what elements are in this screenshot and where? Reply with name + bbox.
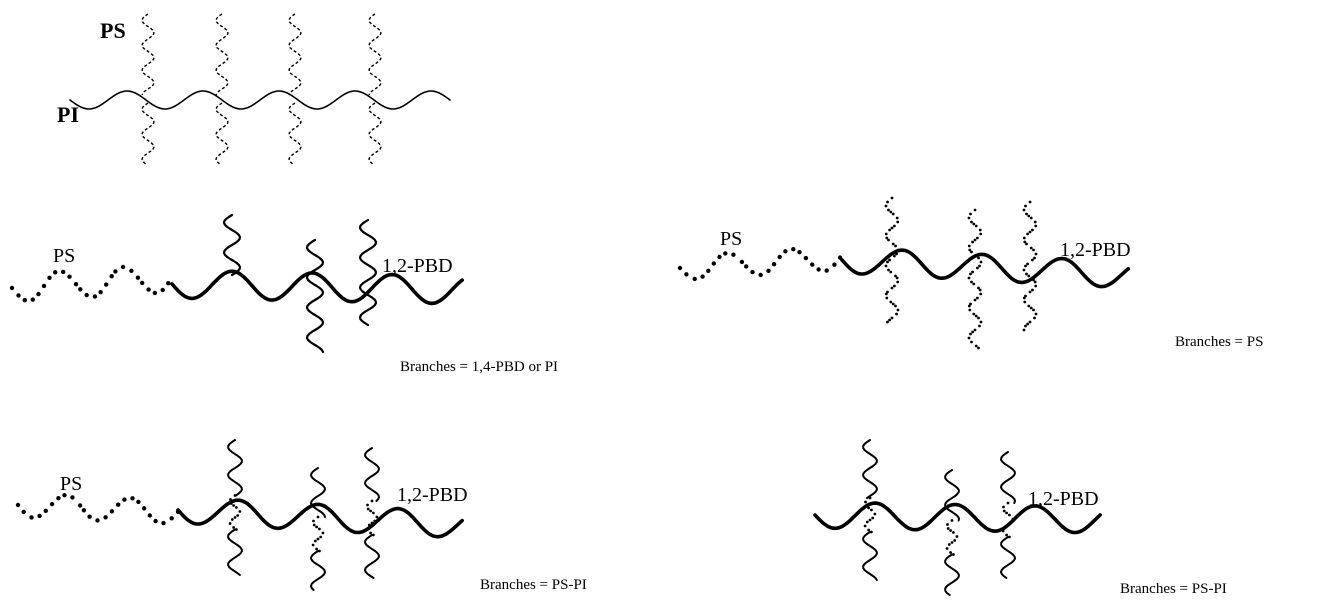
panel-5-caption: Branches = PS-PI [1120,581,1227,597]
ps-block-dotted [9,264,171,303]
ps-graft-lower-1 [141,102,155,166]
panel-2-caption: Branches = 1,4-PBD or PI [400,359,558,375]
pbd-backbone-chain [170,269,464,306]
panel-4-caption: Branches = PS-PI [480,577,587,593]
ps-pi-branch-ps-2 [311,515,325,553]
ps-pi-branch-pi-lower-1 [862,531,878,581]
ps-pi-branch-ps-2 [945,519,959,556]
ps-branch-1 [884,196,900,324]
panel-ps-pbd-branches-pbd-or-pi: PS 1,2-PBD Branches = 1,4-PBD or PI [9,213,558,375]
ps-pi-branch-pi-upper-3 [1000,451,1016,504]
ps-graft-upper-3 [288,13,302,96]
ps-pi-branch-pi-lower-3 [1000,536,1016,579]
ps-pi-branch-pi-lower-1 [227,528,243,576]
ps-pi-branch-ps-3 [1001,501,1015,539]
ps-pi-branch-pi-upper-3 [364,447,380,502]
ps-pi-branch-pi-upper-2 [310,467,326,518]
pbd-branch-3 [358,218,377,327]
panel-1-backbone-label: PI [57,102,79,127]
ps-branch-3 [1022,200,1038,332]
ps-graft-lower-3 [288,102,302,166]
ps-graft-upper-1 [141,13,155,96]
ps-graft-lower-4 [368,102,382,166]
panel-5-chains [813,439,1102,596]
panel-3-pbd-label: 1,2-PBD [1060,239,1131,261]
ps-branch-2 [967,208,983,350]
panel-2-ps-label: PS [53,245,75,267]
panel-3-caption: Branches = PS [1175,334,1263,350]
pbd-backbone-chain [176,498,464,539]
pbd-backbone-chain [840,248,1131,289]
pi-backbone-chain [69,90,451,110]
panel-3-chains [677,196,1131,350]
ps-pi-branch-ps-3 [365,499,379,537]
panel-2-pbd-label: 1,2-PBD [382,255,453,277]
panel-ps-pbd-branches-ps: PS 1,2-PBD Branches = PS [677,196,1263,350]
ps-block-dotted [677,247,843,282]
ps-pi-branch-ps-1 [228,494,242,531]
ps-pi-branch-pi-upper-1 [862,439,878,499]
ps-pi-branch-pi-lower-3 [364,534,380,579]
ps-pi-branch-pi-upper-1 [227,439,243,497]
panel-5-pbd-label: 1,2-PBD [1028,488,1099,510]
ps-pi-branch-ps-1 [863,496,877,534]
ps-pi-branch-pi-lower-2 [944,553,960,596]
ps-graft-upper-4 [368,13,382,96]
panel-pbd-branches-ps-pi: 1,2-PBD Branches = PS-PI [813,439,1227,597]
pbd-branch-2 [305,238,325,354]
panel-3-ps-label: PS [720,228,742,250]
pbd-backbone-chain [813,501,1102,535]
ps-graft-upper-2 [215,13,229,96]
panel-2-chains [9,213,464,354]
panel-1-chains [69,13,451,166]
panel-ps-graft-on-pi: PS PI [57,13,451,166]
panel-1-branch-label: PS [100,18,126,43]
ps-pi-branch-pi-lower-2 [310,550,326,591]
ps-pi-branch-pi-upper-2 [944,469,960,522]
panel-ps-pbd-branches-ps-pi: PS 1,2-PBD Branches = PS-PI [15,439,587,593]
pbd-branch-1 [222,213,242,277]
ps-graft-lower-2 [215,102,229,166]
panel-4-ps-label: PS [60,473,82,495]
panel-4-chains [15,439,464,591]
panel-4-pbd-label: 1,2-PBD [397,484,468,506]
ps-block-dotted [15,493,181,526]
